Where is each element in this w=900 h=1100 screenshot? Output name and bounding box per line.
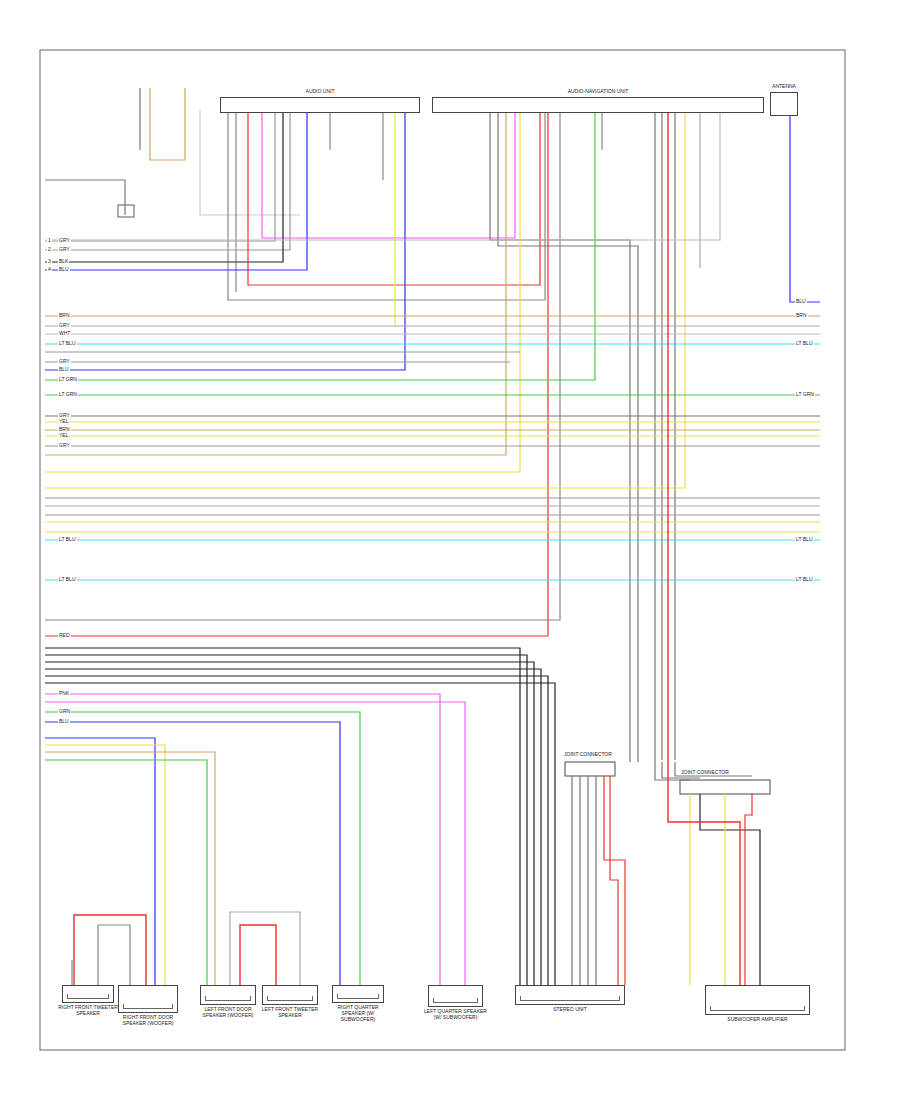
pin-number: 2 <box>47 247 52 252</box>
wire-color-label: GRY <box>58 323 71 328</box>
wire-color-label: LT GRN <box>58 392 78 397</box>
wire-color-label: BLU <box>58 719 70 724</box>
wire-color-label: BLK <box>58 259 69 264</box>
wire-color-label: LT GRN <box>58 377 78 382</box>
wire-color-label: JOINT CONNECTOR <box>680 770 730 775</box>
wire-color-label: WHT <box>58 331 71 336</box>
wire-color-label: LT BLU <box>58 537 77 542</box>
wire-color-label: GRN <box>58 709 71 714</box>
component-box: SUBWOOFER AMPLIFIER <box>705 985 810 1015</box>
component-box: LEFT FRONT TWEETER SPEAKER <box>262 985 318 1005</box>
wire-color-label: YEL <box>58 433 69 438</box>
component-box: RIGHT FRONT TWEETER SPEAKER <box>62 985 114 1003</box>
wire-color-label: GRY <box>58 443 71 448</box>
speaker-symbol <box>520 996 620 1001</box>
pin-number: 1 <box>47 238 52 243</box>
pin-number: 3 <box>47 259 52 264</box>
wire-color-label: BLU <box>795 299 807 304</box>
wire-connector <box>668 113 740 985</box>
speaker-symbol <box>205 996 251 1001</box>
connector-block: AUDIO-NAVIGATION UNIT <box>432 97 764 113</box>
component-name: STEREO UNIT <box>510 1007 630 1013</box>
wire-color-label: GRY <box>58 413 71 418</box>
wire-color-label: GRY <box>58 359 71 364</box>
wire-color-label: LT BLU <box>795 537 814 542</box>
wire-color-label: JOINT CONNECTOR <box>563 752 613 757</box>
component-name: SUBWOOFER AMPLIFIER <box>700 1017 815 1023</box>
wire-color-label: LT BLU <box>58 577 77 582</box>
component-name: RIGHT QUARTER SPEAKER (W/ SUBWOOFER) <box>327 1005 389 1022</box>
connector-block: ANTENNA <box>770 92 798 116</box>
component-name: AUDIO UNIT <box>215 89 425 95</box>
wire-color-label: LT BLU <box>795 577 814 582</box>
wire-color-label: BLU <box>58 267 70 272</box>
wire-color-label: GRY <box>58 238 71 243</box>
component-name: LEFT FRONT TWEETER SPEAKER <box>257 1007 323 1019</box>
component-name: RIGHT FRONT DOOR SPEAKER (WOOFER) <box>113 1015 183 1027</box>
pin-number: 4 <box>47 267 52 272</box>
component-name: RIGHT FRONT TWEETER SPEAKER <box>57 1005 119 1017</box>
wire-color-label: LT BLU <box>58 341 77 346</box>
component-name: AUDIO-NAVIGATION UNIT <box>427 89 769 95</box>
speaker-symbol <box>337 994 379 999</box>
wire-connector <box>240 925 276 985</box>
component-name: LEFT QUARTER SPEAKER (W/ SUBWOOFER) <box>423 1009 488 1021</box>
component-box: RIGHT FRONT DOOR SPEAKER (WOOFER) <box>118 985 178 1013</box>
speaker-symbol <box>267 996 313 1001</box>
wire-color-label: PNK <box>58 691 70 696</box>
component-name: ANTENNA <box>765 84 803 90</box>
wire-color-label: BRN <box>58 427 71 432</box>
component-box: STEREO UNIT <box>515 985 625 1005</box>
connector-block: AUDIO UNIT <box>220 97 420 113</box>
wire-color-label: BRN <box>795 313 808 318</box>
wire-color-label: LT GRN <box>795 392 815 397</box>
component-box: LEFT FRONT DOOR SPEAKER (WOOFER) <box>200 985 256 1005</box>
wire-color-label: LT BLU <box>795 341 814 346</box>
speaker-symbol <box>433 998 478 1003</box>
component-name: LEFT FRONT DOOR SPEAKER (WOOFER) <box>195 1007 261 1019</box>
wire-color-label: BRN <box>58 313 71 318</box>
wire-color-label: YEL <box>58 419 69 424</box>
wire-color-label: BLU <box>58 367 70 372</box>
wire-color-label: GRY <box>58 247 71 252</box>
wire-connector <box>74 915 146 985</box>
speaker-symbol <box>123 1004 173 1009</box>
speaker-symbol <box>710 1006 805 1011</box>
component-box: LEFT QUARTER SPEAKER (W/ SUBWOOFER) <box>428 985 483 1007</box>
speaker-symbol <box>67 994 109 999</box>
component-box: RIGHT QUARTER SPEAKER (W/ SUBWOOFER) <box>332 985 384 1003</box>
wire-color-label: RED <box>58 633 71 638</box>
